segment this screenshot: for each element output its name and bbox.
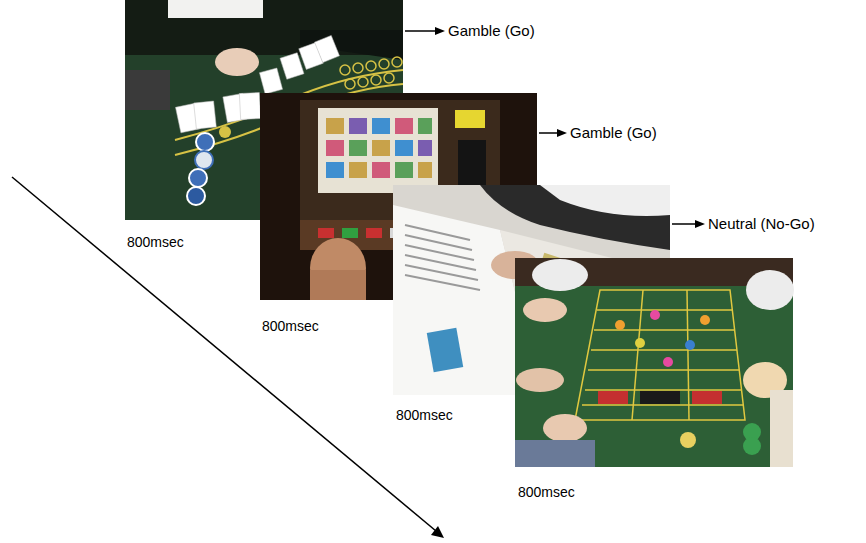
time-arrow xyxy=(12,177,444,538)
roulette-grid xyxy=(575,290,745,420)
response-label: Neutral (No-Go) xyxy=(708,216,815,233)
duration-label: 800msec xyxy=(127,235,184,250)
leader-arrows xyxy=(405,27,705,228)
duration-label: 800msec xyxy=(518,485,575,500)
slot-symbols xyxy=(326,118,432,178)
roulette-photo xyxy=(515,258,794,467)
response-label: Gamble (Go) xyxy=(448,23,535,40)
response-label: Gamble (Go) xyxy=(570,125,657,142)
duration-label: 800msec xyxy=(262,319,319,334)
duration-label: 800msec xyxy=(396,408,453,423)
